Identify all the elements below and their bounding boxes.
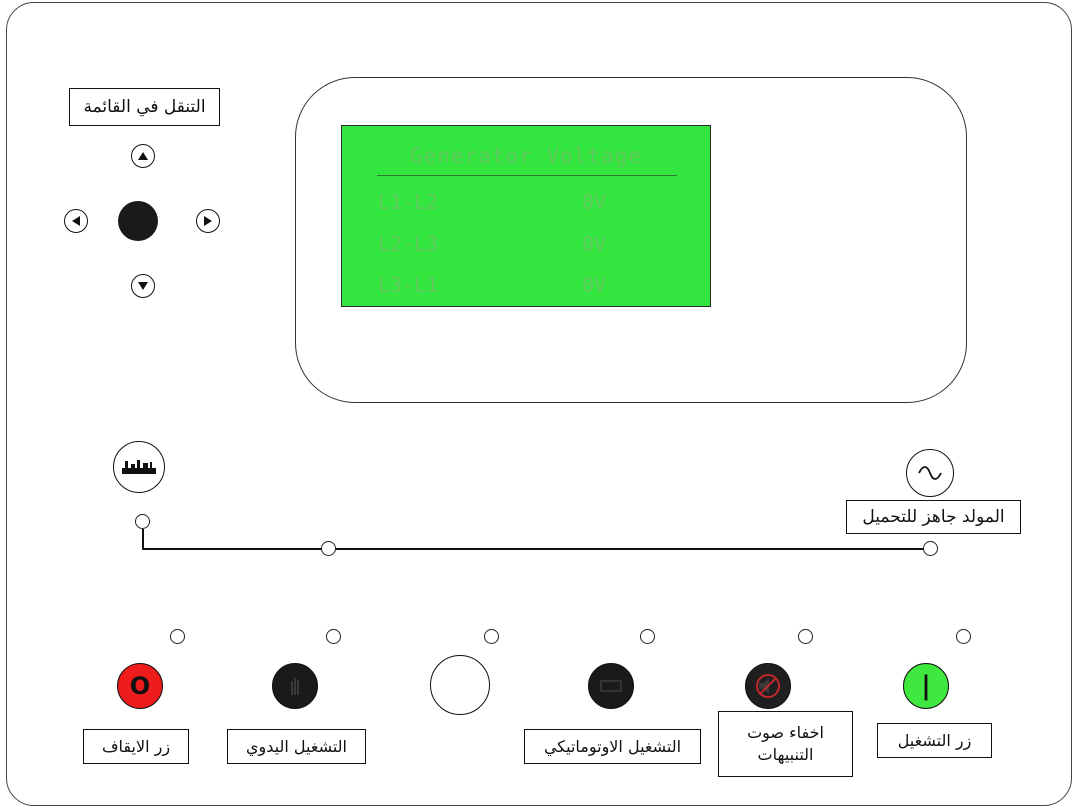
mute-alarm-button[interactable]	[745, 663, 791, 709]
stop-button-label: زر الايقاف	[83, 729, 189, 764]
auto-run-button[interactable]	[588, 663, 634, 709]
hand-icon	[291, 678, 299, 695]
lcd-title: Generator Voltage	[410, 144, 642, 168]
start-led	[956, 629, 971, 644]
lcd-row-label: L3-L1	[378, 273, 439, 297]
nav-left-button[interactable]	[64, 209, 88, 233]
lcd-row-label: L2-L3	[378, 232, 439, 256]
generator-breaker-led	[923, 541, 938, 556]
menu-navigation-label: التنقل في القائمة	[69, 88, 220, 126]
mains-led	[135, 514, 150, 529]
mute-alarm-label: اخفاء صوت التنبيهات	[718, 711, 853, 777]
nav-right-button[interactable]	[196, 209, 220, 233]
generator-indicator	[906, 449, 954, 497]
arrow-left-icon	[72, 216, 80, 226]
lcd-row-value: 0V	[582, 232, 607, 256]
nav-up-button[interactable]	[131, 144, 155, 168]
start-button[interactable]: |	[903, 663, 949, 709]
arrow-right-icon	[204, 216, 212, 226]
lcd-screen: Generator Voltage L1-L2 0V L2-L3 0V L3-L…	[341, 125, 711, 307]
mute-led	[798, 629, 813, 644]
test-led	[484, 629, 499, 644]
auto-led	[640, 629, 655, 644]
generator-ready-label: المولد جاهز للتحميل	[846, 500, 1021, 534]
wire-vertical	[142, 529, 144, 549]
stop-button[interactable]: O	[117, 663, 163, 709]
auto-icon	[600, 680, 622, 692]
auto-run-label: التشغيل الاوتوماتيكي	[524, 729, 701, 764]
mains-supply-indicator	[113, 441, 165, 493]
arrow-up-icon	[138, 152, 148, 160]
start-icon: |	[921, 671, 931, 701]
nav-enter-button[interactable]	[118, 201, 158, 241]
lcd-row-value: 0V	[582, 190, 607, 214]
mains-breaker-led	[321, 541, 336, 556]
nav-down-button[interactable]	[131, 274, 155, 298]
sine-wave-icon	[918, 466, 942, 480]
lcd-row-value: 0V	[582, 273, 607, 297]
manual-run-button[interactable]	[272, 663, 318, 709]
stop-led	[170, 629, 185, 644]
lcd-title-underline	[377, 175, 677, 176]
mute-horn-icon	[756, 674, 780, 698]
arrow-down-icon	[138, 282, 148, 290]
factory-icon	[122, 460, 156, 474]
test-button[interactable]	[430, 655, 490, 715]
wire-horizontal	[142, 548, 925, 550]
stop-icon: O	[129, 672, 151, 700]
manual-run-label: التشغيل اليدوي	[227, 729, 366, 764]
lcd-row-label: L1-L2	[378, 190, 439, 214]
start-button-label: زر التشغيل	[877, 723, 992, 758]
manual-led	[326, 629, 341, 644]
